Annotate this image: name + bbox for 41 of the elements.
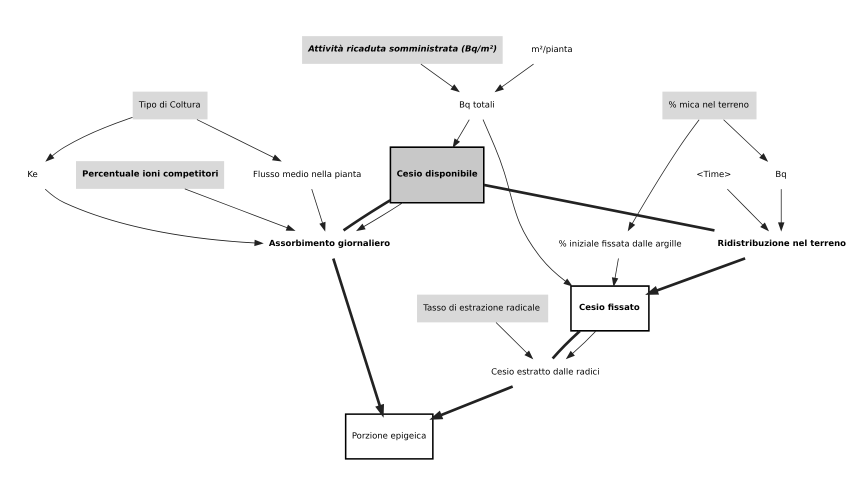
node-text: Cesio estratto dalle radici xyxy=(491,366,600,377)
arrow xyxy=(44,188,264,246)
arrow xyxy=(645,257,746,295)
node-box: % mica nel terreno xyxy=(662,92,757,120)
node-text: Ke xyxy=(27,169,38,180)
node-text: Assorbimento giornaliero xyxy=(268,238,390,248)
arrow xyxy=(612,258,619,287)
arrow xyxy=(356,202,403,232)
node-box: Attività ricaduta somministrata (Bq/m²) xyxy=(302,36,503,64)
arrow xyxy=(429,385,514,420)
arrow xyxy=(494,64,534,92)
node-text: % iniziale fissata dalle argille xyxy=(558,238,682,249)
connector xyxy=(484,184,715,232)
arrow xyxy=(482,119,573,287)
node-box: Percentuale ioni competitori xyxy=(76,161,224,189)
arrow xyxy=(420,64,460,92)
connector xyxy=(552,330,581,360)
arrow xyxy=(628,119,700,232)
node-text: Bq totali xyxy=(459,100,495,110)
node-text: m²/pianta xyxy=(531,44,573,54)
node-box: Cesio fissato xyxy=(570,285,650,332)
arrow xyxy=(452,119,470,148)
arrow xyxy=(332,258,384,418)
connector xyxy=(342,199,391,232)
arrow xyxy=(723,119,768,162)
arrow xyxy=(496,322,534,360)
arrow xyxy=(778,188,784,232)
node-text: Ridistribuzione nel terreno xyxy=(718,238,846,248)
arrow xyxy=(184,188,296,231)
arrow xyxy=(196,119,282,162)
node-box: Tipo di Coltura xyxy=(132,92,208,120)
node-text: <Time> xyxy=(696,169,732,180)
node-box: Porzione epigeica xyxy=(344,413,434,460)
arrow xyxy=(45,117,133,162)
node-box: Cesio disponibile xyxy=(390,146,485,204)
arrow xyxy=(311,188,326,232)
arrow xyxy=(566,330,596,360)
node-text: Flusso medio nella pianta xyxy=(253,169,362,180)
node-text: Bq xyxy=(775,169,787,180)
node-box: Tasso di estrazione radicale xyxy=(417,294,548,322)
arrow xyxy=(726,188,770,232)
